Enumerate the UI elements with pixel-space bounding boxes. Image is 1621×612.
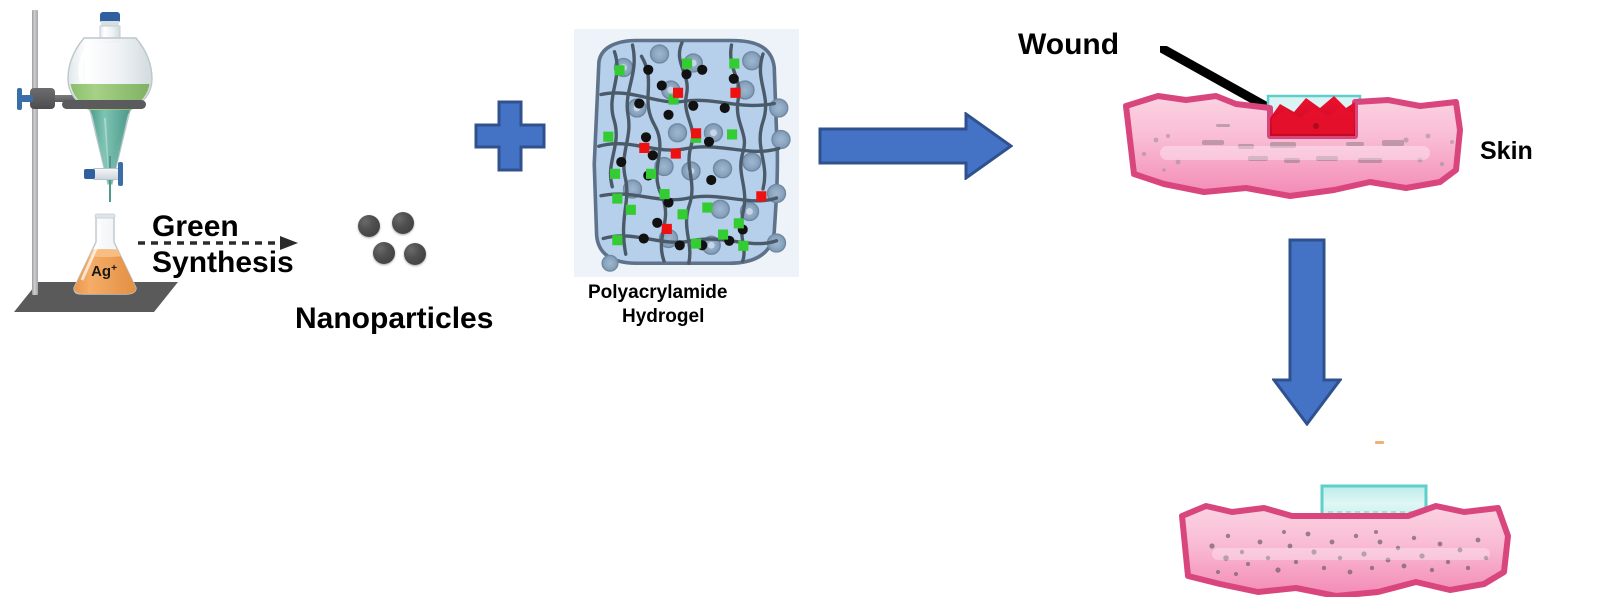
nanoparticle-cluster — [349, 210, 445, 276]
nanoparticle-dot — [392, 212, 414, 234]
dashed-arrow — [138, 236, 298, 250]
plus-sign — [474, 100, 546, 172]
right-arrow — [818, 112, 1013, 180]
healed-skin — [1179, 484, 1511, 597]
flask-species-label: Ag+ — [91, 263, 117, 280]
lab-stand-base — [14, 282, 178, 312]
hydrogel-label-line1: Polyacrylamide — [588, 282, 728, 303]
green-synthesis-label-line2: Synthesis — [152, 246, 294, 279]
nanoparticle-dot — [358, 215, 380, 237]
green-synthesis-apparatus: Ag+ Green Synthesis — [0, 0, 340, 330]
hydrogel-network-svg — [574, 29, 799, 277]
nanoparticle-dot — [373, 242, 395, 264]
down-arrow — [1272, 238, 1342, 426]
lab-stand-clamp-body — [30, 88, 55, 109]
funnel-stopcock-knob — [84, 169, 95, 179]
polyacrylamide-hydrogel-image — [574, 29, 799, 277]
funnel-ring-clamp — [62, 100, 146, 109]
skin-label: Skin — [1480, 137, 1533, 165]
lab-stand-clamp-screw-shaft — [21, 95, 33, 102]
wounded-skin — [1123, 93, 1463, 199]
green-synthesis-label-line1: Green — [152, 210, 239, 243]
nanoparticle-dot — [404, 243, 426, 265]
wound-label: Wound — [1018, 28, 1120, 61]
hydrogel-label-line2: Hydrogel — [622, 306, 705, 327]
image-artifact-fleck — [1375, 441, 1384, 444]
nanoparticles-label: Nanoparticles — [295, 302, 494, 335]
funnel-stopcock-handle — [118, 162, 123, 186]
lab-stand-clamp-screw — [17, 88, 22, 110]
wound-pointer-line — [1160, 46, 1280, 116]
erlenmeyer-flask: Ag+ — [73, 213, 137, 295]
lab-stand-rod — [32, 10, 38, 295]
